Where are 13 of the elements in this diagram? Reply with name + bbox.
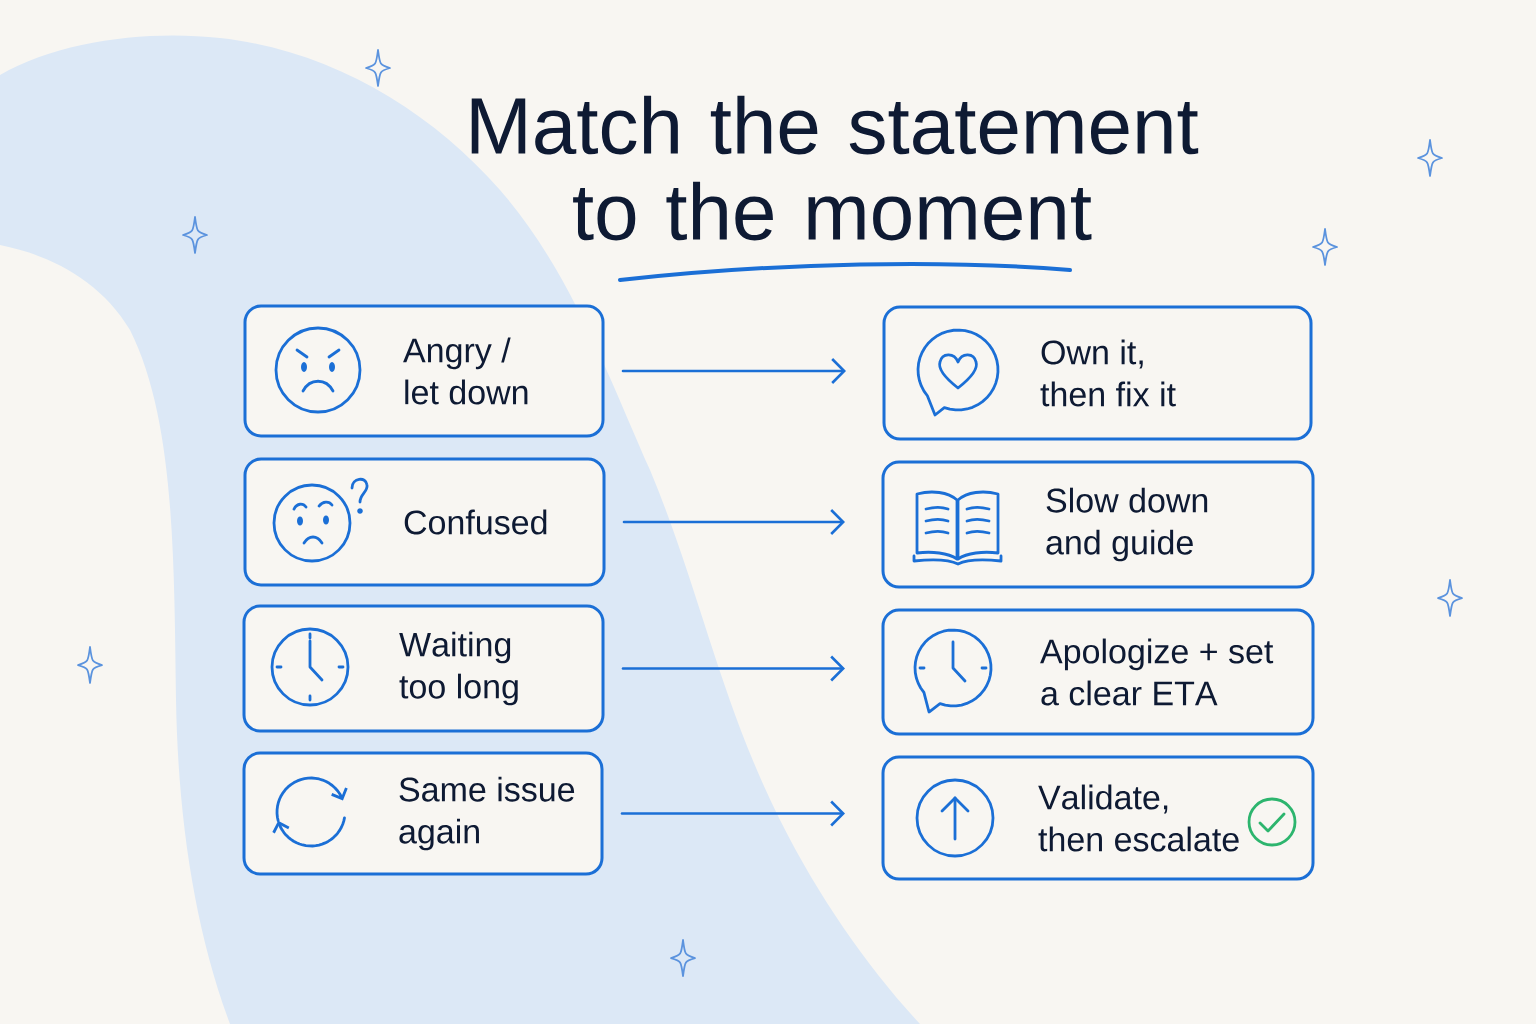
statement-card: Waiting too long	[242, 604, 605, 733]
arrow	[621, 358, 846, 384]
statement-card: Confused	[243, 457, 606, 587]
arrow	[621, 655, 845, 682]
arrow	[622, 509, 845, 535]
title: Match the statement to the moment	[471, 95, 1199, 241]
response-card: Apologize + set a clear ETA	[881, 608, 1315, 736]
statement-card: Same issue again	[242, 751, 604, 876]
response-card: Validate, then escalate	[881, 755, 1315, 881]
arrow	[620, 800, 845, 827]
response-card: Slow down and guide	[881, 460, 1315, 589]
response-card: Own it, then fix it	[882, 305, 1313, 441]
statement-card: Angry / let down	[243, 304, 605, 438]
